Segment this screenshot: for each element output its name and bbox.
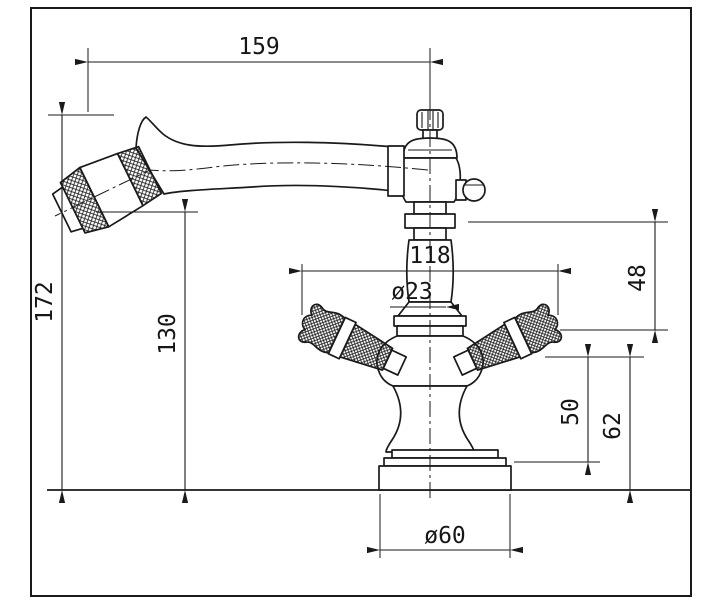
dim-label-stem-diameter: ø23 <box>391 279 433 305</box>
spout-centerline <box>54 162 429 217</box>
spout-joint-collar <box>387 145 405 197</box>
dim-label-handle-to-base-top: 50 <box>558 398 584 426</box>
side-knob <box>455 178 486 202</box>
dim-label-neck-height: 48 <box>625 264 651 292</box>
dim-label-spout-reach: 159 <box>238 34 280 60</box>
drawing-border <box>30 7 692 597</box>
dim-label-spout-outlet-height: 130 <box>155 313 181 355</box>
dimension-neck-height: 48 <box>468 209 668 343</box>
dimension-handle-to-deck: 62 <box>600 344 634 503</box>
dimension-base-diameter: ø60 <box>367 494 523 558</box>
dimension-stem-diameter: ø23 <box>390 279 459 311</box>
dim-label-handle-to-deck: 62 <box>600 412 626 440</box>
dimension-overall-height: 172 <box>32 102 114 503</box>
right-handle <box>452 303 563 376</box>
faucet-valve-body <box>376 335 484 453</box>
faucet-spout <box>135 116 405 197</box>
dimension-handle-span: 118 <box>289 243 571 315</box>
spout-head <box>51 145 163 234</box>
dimension-spout-outlet-height: 130 <box>96 199 198 503</box>
dim-label-overall-height: 172 <box>32 281 58 323</box>
dimension-spout-reach: 159 <box>75 34 443 112</box>
left-handle <box>297 303 408 376</box>
dim-label-base-diameter: ø60 <box>424 523 466 549</box>
dim-label-handle-span: 118 <box>409 243 451 269</box>
faucet-base <box>378 449 512 491</box>
dimension-handle-to-base-top: 50 <box>514 344 644 475</box>
right-handle-cap <box>514 303 563 354</box>
left-handle-cap <box>297 303 346 354</box>
